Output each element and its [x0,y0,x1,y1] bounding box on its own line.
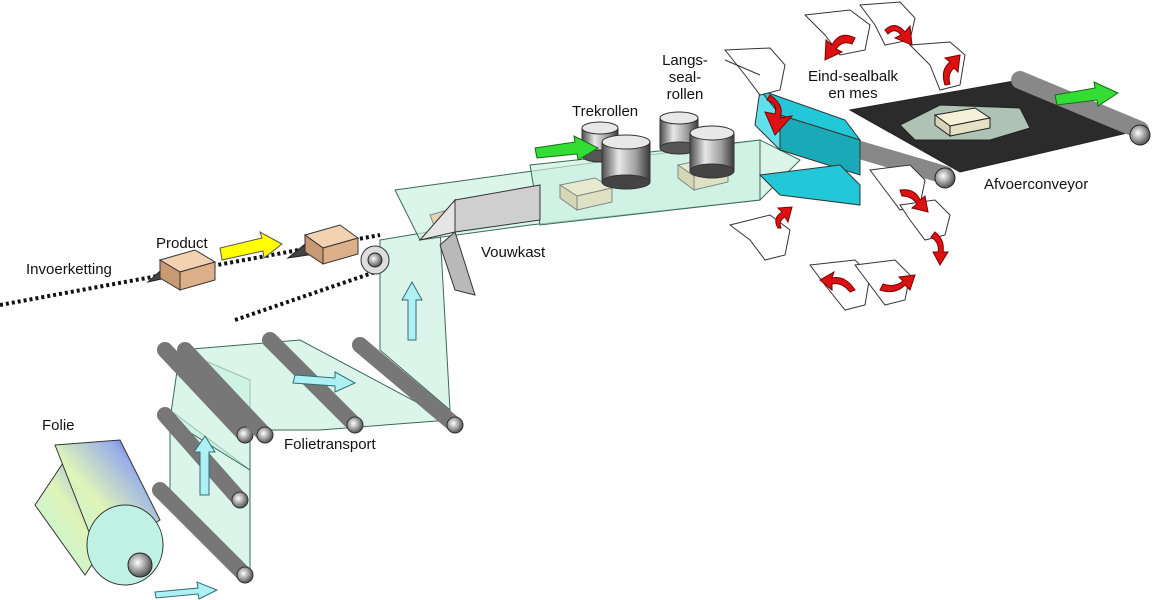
red-arrow-7 [930,231,949,267]
red-arrow-3 [884,24,913,46]
film-arrow-right [292,371,357,393]
roller-1 [152,482,254,584]
label-langsseal-line-3: rollen [666,86,704,103]
output-direction-arrow [1054,81,1120,107]
label-langsseal-line-1: Langs- [662,52,708,69]
product-2 [303,224,360,265]
product-feed-arrow [219,230,283,261]
product-1 [158,249,217,291]
red-arrow-4 [942,54,961,86]
longitudinal-seal-rollers [659,111,735,179]
pull-rollers [581,121,651,190]
red-arrow-1 [764,94,794,136]
label-folie: Folie [42,417,75,434]
film-arrow-bottom [154,581,219,600]
label-trekrollen: Trekrollen [572,103,639,120]
label-product: Product [156,235,208,252]
sealing-jaws [723,1,966,311]
red-arrow-8 [819,270,856,293]
roller-6 [352,337,464,434]
label-vouwkast: Vouwkast [481,244,546,261]
label-eind-line-1: Eind-sealbalk [807,68,899,85]
label-invoerketting: Invoerketting [26,261,112,278]
label-folietransport: Folietransport [284,436,376,453]
red-arrow-2 [824,34,856,61]
red-arrow-6 [899,189,929,213]
label-afvoerconveyor: Afvoerconveyor [984,176,1089,193]
label-langsseal-line-2: seal- [668,69,702,86]
folding-box [418,184,541,296]
label-eind-line-2: en mes [828,85,878,102]
film-arrow-up-left [193,435,216,496]
label-eind-sealbalk: Eind-sealbalk en mes [800,68,906,102]
end-seal-bars [754,88,862,206]
pull-roller-bottom [601,134,651,190]
film-direction-arrows [154,280,423,600]
red-arrow-5 [775,206,793,229]
roller-4 [177,342,274,444]
pull-direction-arrow [534,135,600,161]
seal-roller-bottom [689,125,735,179]
foil-roll [34,439,164,586]
film-arrow-up-vertical [401,280,423,341]
roller-3 [157,342,254,444]
feed-chain-pulley [360,245,390,275]
red-arrow-9 [879,274,916,293]
jaw-motion-arrows [764,24,961,293]
label-langsseal-rollen: Langs- seal- rollen [650,52,720,103]
